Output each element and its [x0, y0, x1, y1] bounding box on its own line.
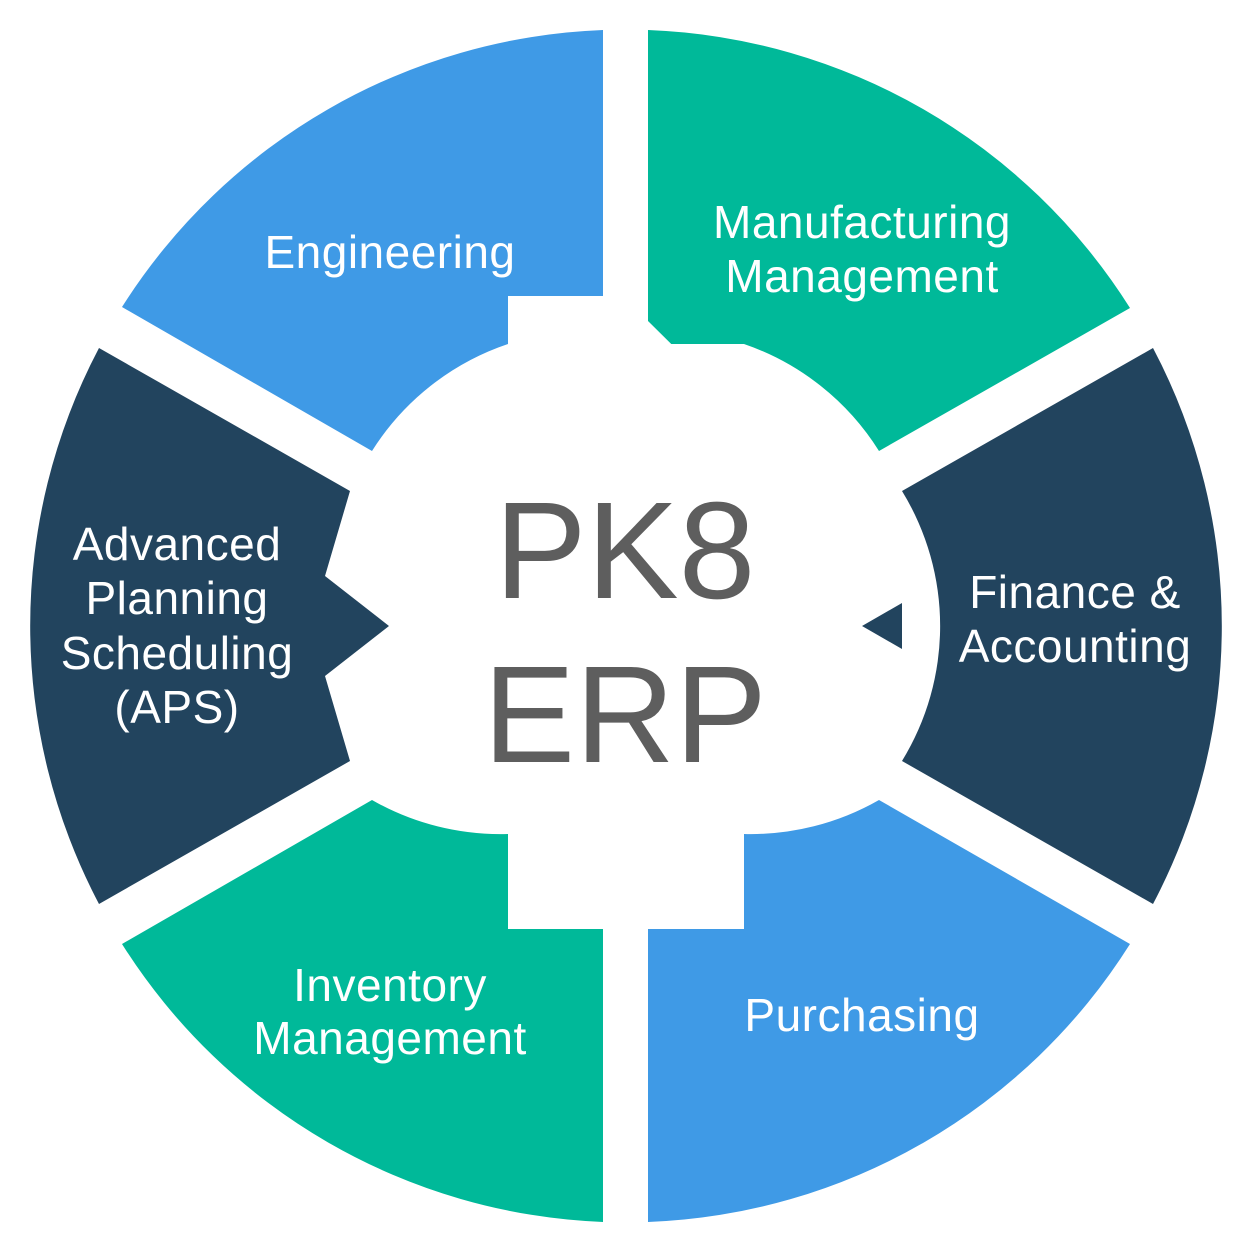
segment-labels: Engineering Manufacturing Management Fin… [61, 196, 1192, 1064]
segment-shapes [30, 30, 1222, 1222]
center-title-line-1: PK8 [495, 474, 756, 628]
segment-engineering[interactable] [122, 30, 603, 451]
segment-advanced-planning-scheduling[interactable] [30, 348, 389, 904]
label-purchasing-line-1: Purchasing [744, 989, 979, 1041]
center-hub [389, 390, 861, 862]
segment-finance-accounting[interactable] [862, 348, 1222, 904]
segment-inventory-management[interactable] [122, 800, 603, 1222]
label-aps-line-4: (APS) [114, 681, 239, 733]
label-inventory-line-1: Inventory [293, 959, 487, 1011]
label-inventory-line-2: Management [253, 1012, 527, 1064]
segment-purchasing[interactable] [648, 800, 1130, 1222]
segment-manufacturing-management[interactable] [648, 30, 1130, 451]
label-aps-line-2: Planning [85, 572, 268, 624]
label-manufacturing-line-1: Manufacturing [713, 196, 1011, 248]
label-aps-line-1: Advanced [73, 518, 282, 570]
label-aps-line-3: Scheduling [61, 627, 294, 679]
center-title-line-2: ERP [483, 638, 767, 792]
label-engineering-line-1: Engineering [264, 226, 515, 278]
label-finance-line-1: Finance & [969, 566, 1181, 618]
center-hub-notches [350, 344, 902, 908]
label-finance-line-2: Accounting [959, 620, 1192, 672]
label-manufacturing-line-2: Management [725, 250, 999, 302]
